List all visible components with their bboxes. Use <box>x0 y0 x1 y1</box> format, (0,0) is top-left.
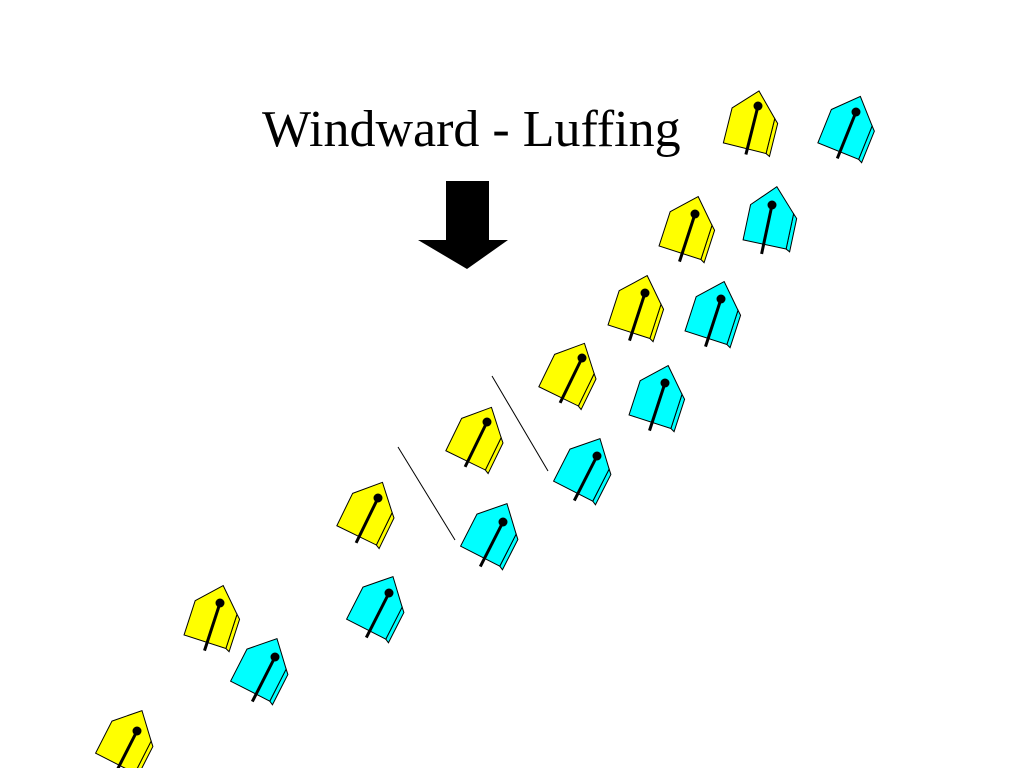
boat-boom <box>250 656 277 703</box>
windward-boat-3 <box>183 584 241 653</box>
boat-boom <box>704 298 723 348</box>
boat-mast <box>482 417 492 427</box>
leeward-boat-10 <box>628 364 686 433</box>
boat-boom <box>558 357 584 404</box>
boat-mast <box>132 726 142 736</box>
boat-mast <box>690 209 700 219</box>
windward-boat-9 <box>538 342 597 411</box>
windward-boat-1 <box>94 709 154 768</box>
leeward-boat-4 <box>345 575 405 644</box>
boat-mast <box>270 652 280 662</box>
boat-mast <box>660 378 670 388</box>
boat-boom <box>463 421 489 468</box>
boat-hull <box>538 342 595 407</box>
windward-boat-11 <box>607 274 665 343</box>
boat-boom <box>835 111 858 159</box>
boat-hull <box>684 280 739 346</box>
leeward-boat-16 <box>817 95 875 164</box>
boat-hull <box>552 437 610 502</box>
boat-boom <box>354 497 380 544</box>
boat-mast <box>577 353 587 363</box>
boat-boom <box>678 213 697 263</box>
boat-boom <box>478 521 505 568</box>
boat-boom <box>572 455 599 502</box>
leeward-boat-2 <box>229 637 289 706</box>
windward-boat-13 <box>658 195 716 264</box>
boat-hull <box>817 95 873 160</box>
boat-boom <box>203 602 222 652</box>
boat-boom <box>116 730 139 768</box>
boat-mast <box>373 493 383 503</box>
boat-hull <box>336 481 393 546</box>
boat-mast <box>753 101 763 111</box>
boat-mast <box>640 288 650 298</box>
boat-boom <box>628 292 647 342</box>
boat-mast <box>498 517 508 527</box>
boat-hull <box>459 502 517 567</box>
boats-layer <box>94 90 875 768</box>
boat-hull <box>658 195 713 261</box>
boat-hull <box>345 575 403 640</box>
boat-mast <box>384 588 394 598</box>
boat-mast <box>767 200 777 210</box>
boat-boom <box>648 382 667 432</box>
wind-direction-arrow-icon <box>418 181 508 269</box>
boat-mast <box>592 451 602 461</box>
boat-hull <box>229 637 287 702</box>
leeward-boat-6 <box>459 502 519 571</box>
boat-hull <box>183 584 238 650</box>
windward-boat-15 <box>722 90 779 158</box>
boat-boom <box>364 592 391 639</box>
leeward-boat-14 <box>742 186 798 255</box>
windward-boat-5 <box>336 481 395 550</box>
boat-boom <box>760 204 774 255</box>
overlap-line-1 <box>397 446 456 541</box>
boat-boom <box>744 105 760 155</box>
boat-mast <box>716 294 726 304</box>
boat-hull <box>445 406 502 471</box>
boat-hull <box>628 364 683 430</box>
slide-title: Windward - Luffing <box>262 101 681 158</box>
overlap-line-2 <box>491 375 549 472</box>
boat-hull <box>94 709 152 768</box>
leeward-boat-12 <box>684 280 742 349</box>
windward-boat-7 <box>445 406 504 475</box>
boat-hull <box>607 274 662 340</box>
leeward-boat-8 <box>552 437 612 506</box>
boat-mast <box>851 107 861 117</box>
boat-mast <box>215 598 225 608</box>
